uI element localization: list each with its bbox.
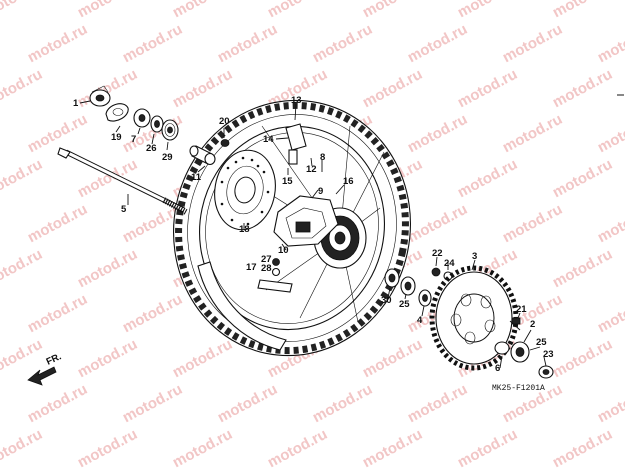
- part-callout-8: 8: [320, 152, 325, 163]
- part-callout-29: 29: [162, 152, 173, 163]
- front-direction-arrow-icon: [27, 366, 57, 386]
- caliper-pins: [257, 258, 293, 293]
- part-callout-4: 4: [417, 315, 423, 326]
- adjuster-plate: [105, 103, 129, 122]
- bolt-21: [509, 317, 521, 331]
- diagram-code: MK25-F1201A: [492, 384, 545, 393]
- part-callout-23: 23: [543, 349, 554, 360]
- part-callout-7: 7: [131, 134, 136, 145]
- brake-disc: [214, 149, 276, 231]
- part-callout-13: 13: [291, 95, 302, 106]
- side-collar: [133, 108, 151, 128]
- part-callout-10: 10: [278, 245, 289, 256]
- part-callout-18: 18: [239, 224, 250, 235]
- part-callout-22: 22: [432, 248, 443, 259]
- part-callout-19: 19: [111, 132, 122, 143]
- collar-4: [418, 289, 432, 307]
- part-callout-11: 11: [191, 172, 202, 183]
- part-callout-28: 28: [261, 263, 272, 274]
- bearing-30: [384, 268, 400, 288]
- part-callout-26: 26: [146, 143, 157, 154]
- part-callout-20: 20: [219, 116, 230, 127]
- distance-collar: [189, 145, 216, 166]
- part-callout-15: 15: [282, 176, 293, 187]
- rim-lock: [285, 123, 307, 165]
- rear-axle: [57, 147, 188, 215]
- brake-caliper-bracket: [273, 195, 339, 247]
- part-callout-2: 2: [530, 319, 535, 330]
- seal-26: [400, 276, 416, 296]
- part-callout-5: 5: [121, 204, 127, 215]
- bolt-20: [220, 139, 230, 147]
- part-callout-9: 9: [318, 186, 323, 197]
- part-callout-1: 1: [73, 98, 79, 109]
- part-callout-17: 17: [246, 262, 257, 273]
- chain-adjuster: [89, 85, 111, 107]
- part-callout-12: 12: [306, 164, 317, 175]
- part-callout-6: 6: [495, 363, 500, 374]
- axle-nut-group: [494, 341, 554, 379]
- part-callout-21: 21: [516, 304, 527, 315]
- part-callout-30: 30: [381, 295, 392, 306]
- sprocket-nuts: [431, 267, 453, 281]
- leader-lines: [79, 100, 547, 369]
- direction-label: FR.: [45, 351, 64, 367]
- part-callout-16: 16: [343, 176, 354, 187]
- part-callout-25: 25: [399, 299, 410, 310]
- part-callout-27: 27: [261, 254, 272, 265]
- part-callout-3: 3: [472, 251, 477, 262]
- part-callout-25: 25: [536, 337, 547, 348]
- part-callout-14: 14: [263, 134, 274, 145]
- dust-seal: [150, 115, 164, 133]
- rim-band: [197, 261, 287, 351]
- radial-bearing: [161, 119, 179, 141]
- part-callout-24: 24: [444, 258, 455, 269]
